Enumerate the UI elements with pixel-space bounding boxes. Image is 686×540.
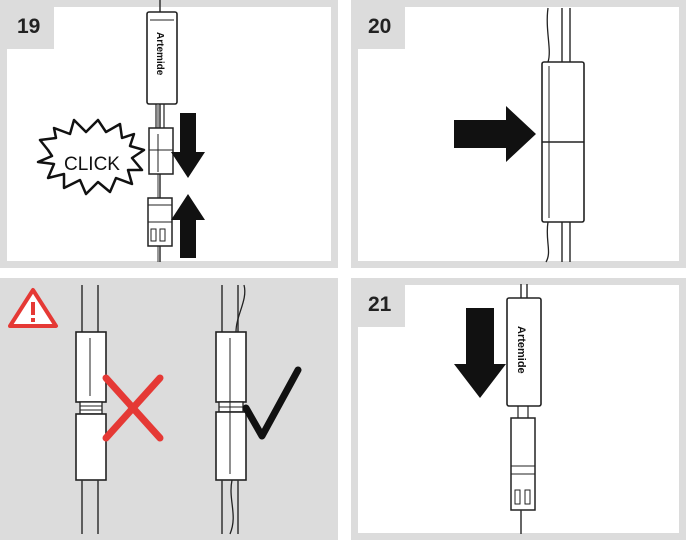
brand-label: Artemide — [154, 32, 165, 76]
pendant-body — [506, 297, 542, 407]
check-icon — [242, 366, 302, 440]
click-burst — [36, 118, 146, 196]
cross-icon — [102, 374, 164, 442]
arrow-right — [454, 106, 536, 162]
arrow-down — [454, 308, 506, 398]
brand-label: Artemide — [515, 326, 527, 374]
connector-upper — [148, 127, 174, 175]
arrow-down — [171, 113, 205, 178]
pendant-body — [146, 11, 178, 105]
step-number-21: 21 — [358, 285, 406, 327]
step-number-19: 19 — [7, 7, 55, 49]
step-number-20: 20 — [358, 7, 406, 49]
correct-assembly — [215, 284, 247, 535]
panel-warning — [0, 278, 338, 540]
wrong-assembly — [75, 285, 107, 534]
click-text: CLICK — [64, 154, 120, 175]
arrow-up — [171, 194, 205, 258]
